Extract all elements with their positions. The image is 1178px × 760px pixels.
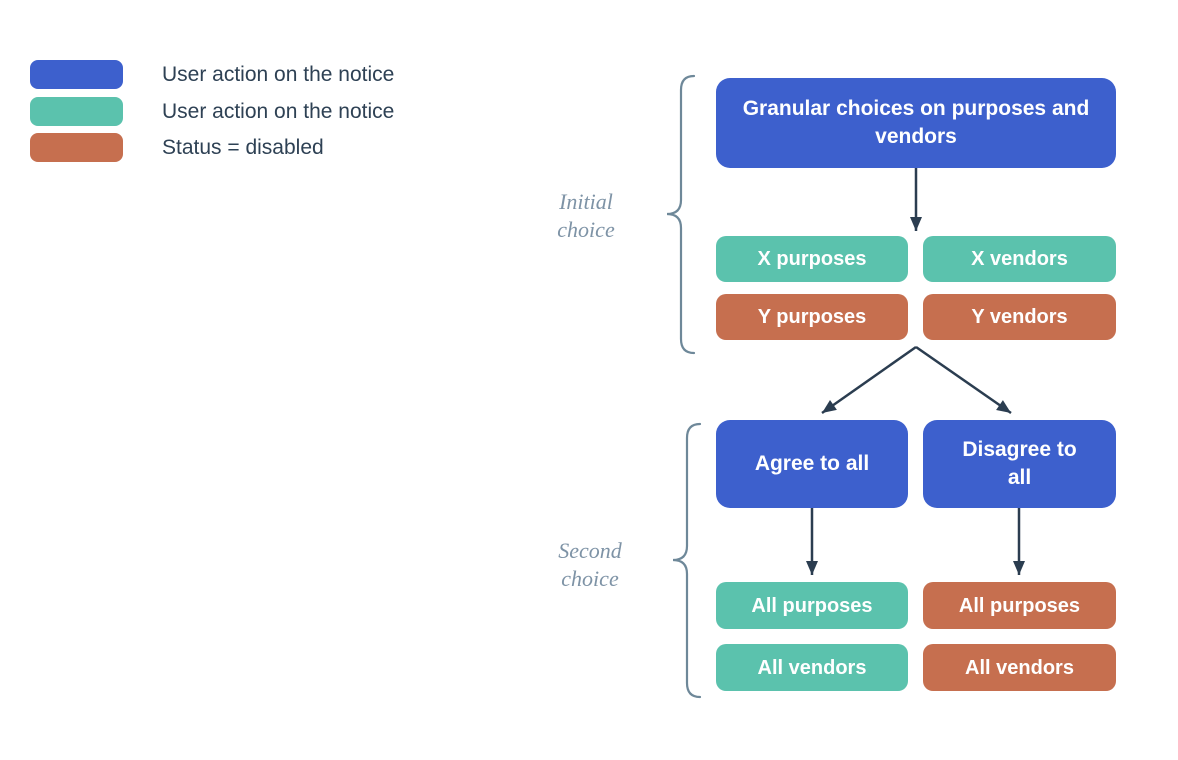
node-x-purposes: X purposes [716, 236, 908, 282]
second-choice-label: Second choice [558, 538, 622, 591]
legend-label-teal: User action on the notice [162, 100, 395, 123]
node-agree-all-purposes: All purposes [716, 582, 908, 629]
legend-swatch-blue [30, 60, 123, 89]
initial-choice-brace [666, 74, 696, 355]
node-agree-to-all: Agree to all [716, 420, 908, 508]
arrow-split-to-agree [821, 345, 917, 415]
node-granular-choices: Granular choices on purposes and vendors [716, 78, 1116, 168]
legend-swatch-orange [30, 133, 123, 162]
legend-swatch-teal [30, 97, 123, 126]
legend-label-orange: Status = disabled [162, 136, 324, 159]
second-choice-brace [672, 422, 702, 699]
node-disagree-all-purposes: All purposes [923, 582, 1116, 629]
node-agree-all-vendors: All vendors [716, 644, 908, 691]
node-disagree-all-vendors: All vendors [923, 644, 1116, 691]
node-disagree-to-all: Disagree to all [923, 420, 1116, 508]
legend-label-blue: User action on the notice [162, 63, 395, 86]
arrow-split-to-disagree [915, 345, 1012, 415]
initial-choice-label: Initial choice [557, 189, 615, 242]
node-y-vendors: Y vendors [923, 294, 1116, 340]
node-x-vendors: X vendors [923, 236, 1116, 282]
node-y-purposes: Y purposes [716, 294, 908, 340]
